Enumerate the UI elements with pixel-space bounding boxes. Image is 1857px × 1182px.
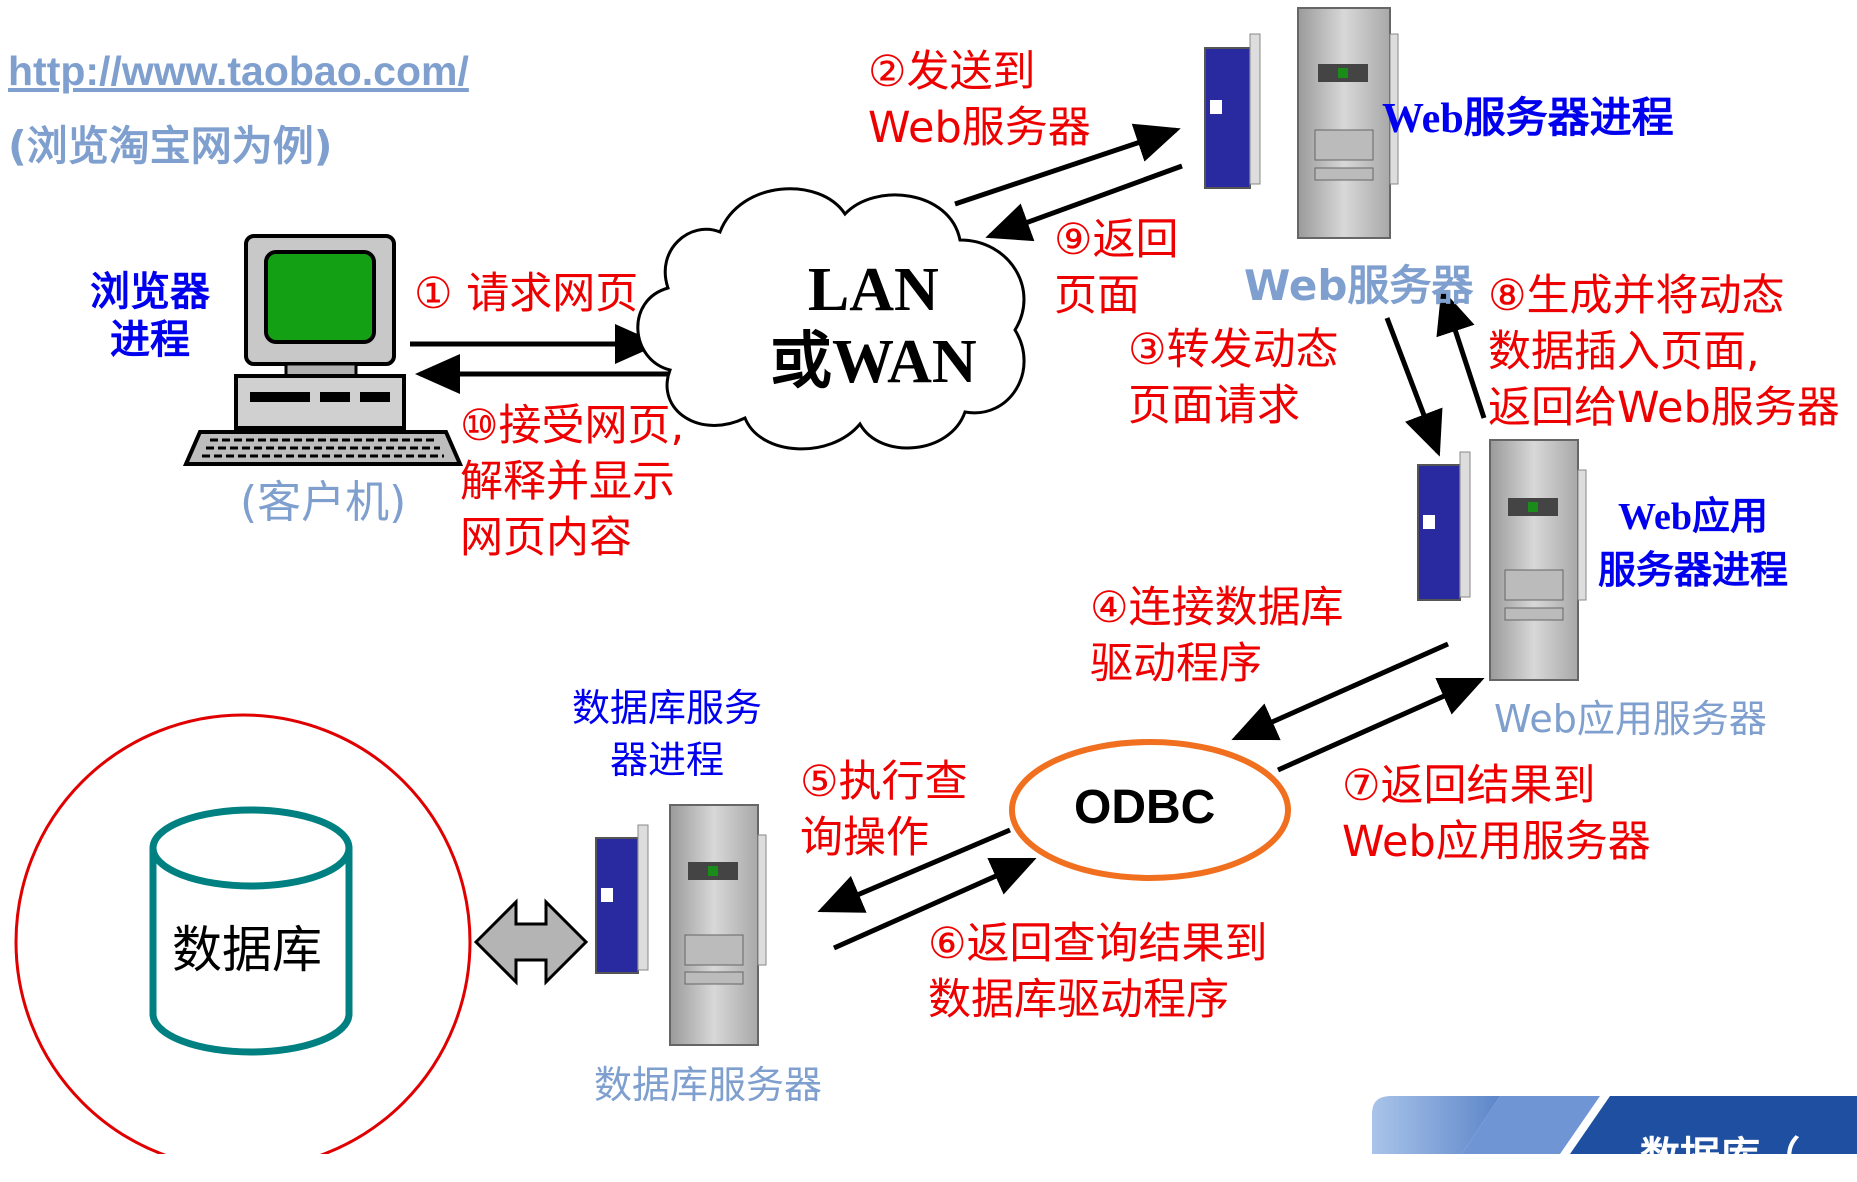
client-computer-icon	[182, 234, 464, 466]
web-app-machine-label: Web应用服务器	[1494, 697, 1767, 741]
step-10-line3: 网页内容	[460, 513, 632, 563]
step-8-line3: 返回给Web服务器	[1488, 383, 1840, 433]
step-4-label: ④连接数据库 驱动程序	[1090, 580, 1344, 692]
step-3-line2: 页面请求	[1128, 381, 1300, 431]
step-1-text: ① 请求网页	[414, 269, 639, 319]
odbc-ellipse	[1009, 739, 1291, 881]
web-app-process-label-line2: 服务器进程	[1598, 550, 1789, 592]
step-7-label: ⑦返回结果到 Web应用服务器	[1342, 758, 1651, 870]
step-8-line2: 数据插入页面,	[1488, 327, 1760, 377]
arrow-send-to-web-server	[954, 123, 1181, 207]
step-4-line1: ④连接数据库	[1090, 583, 1344, 633]
step-2-line2: Web服务器	[868, 103, 1091, 153]
step-10-label: ⑩接受网页, 解释并显示 网页内容	[460, 398, 684, 566]
step-9-line1: ⑨返回	[1054, 215, 1179, 265]
url-link[interactable]: http://www.taobao.com/	[8, 48, 469, 94]
step-10-line2: 解释并显示	[460, 457, 675, 507]
db-server-process-label: 数据库服务 器进程	[572, 682, 762, 786]
network-label-line2: 或WAN	[770, 328, 977, 396]
step-8-line1: ⑧生成并将动态	[1488, 271, 1785, 321]
arrow-execute-query	[817, 827, 1011, 913]
db-server-process-label-line2: 器进程	[610, 738, 725, 782]
step-9-label: ⑨返回 页面	[1054, 212, 1179, 324]
arrow-return-results-to-app-server	[1276, 677, 1485, 773]
web-server-icon	[1204, 7, 1399, 239]
network-label-line1: LAN	[807, 256, 939, 324]
step-5-label: ⑤执行查 询操作	[800, 754, 968, 866]
browser-process-label-line2: 进程	[110, 317, 190, 363]
step-2-line1: ②发送到	[868, 47, 1036, 97]
step-4-line2: 驱动程序	[1090, 639, 1262, 689]
step-9-line2: 页面	[1054, 271, 1140, 321]
step-5-line1: ⑤执行查	[800, 757, 968, 807]
diagram-graphics	[14, 7, 1857, 1154]
db-server-process-label-line1: 数据库服务	[572, 686, 763, 730]
db-server-machine-label: 数据库服务器	[594, 1063, 823, 1107]
step-5-line2: 询操作	[800, 813, 929, 863]
step-6-line1: ⑥返回查询结果到	[928, 919, 1268, 969]
database-label: 数据库	[172, 921, 322, 979]
arrow-forward-dynamic-request	[1384, 317, 1443, 457]
arrow-return-page	[985, 163, 1183, 242]
browser-process-label-line1: 浏览器	[90, 269, 210, 315]
url-note: (浏览淘宝网为例)	[8, 122, 333, 170]
step-2-label: ②发送到 Web服务器	[868, 44, 1091, 156]
web-server-process-label: Web服务器进程	[1382, 96, 1674, 142]
browser-process-label: 浏览器 进程	[90, 268, 210, 364]
footer-banner-label: 数据库（	[1640, 1134, 1800, 1180]
web-app-server-icon	[1417, 439, 1587, 681]
step-3-label: ③转发动态 页面请求	[1128, 322, 1339, 434]
step-7-line1: ⑦返回结果到	[1342, 761, 1596, 811]
network-label: LAN 或WAN	[770, 254, 977, 398]
arrow-return-query-results	[832, 857, 1037, 951]
arrow-return-to-web-server	[1436, 288, 1487, 419]
web-app-process-label: Web应用 服务器进程	[1598, 490, 1788, 598]
step-3-line1: ③转发动态	[1128, 325, 1339, 375]
step-7-line2: Web应用服务器	[1342, 817, 1651, 867]
database-cylinder-icon	[149, 806, 353, 1056]
odbc-label: ODBC	[1074, 781, 1216, 834]
client-machine-label: (客户机)	[240, 477, 407, 528]
step-10-line1: ⑩接受网页,	[460, 401, 685, 451]
step-1-label: ① 请求网页	[414, 266, 638, 322]
network-cloud-icon	[636, 187, 1026, 451]
arrow-connect-db-driver	[1231, 641, 1450, 741]
footer-banner	[1372, 1096, 1857, 1154]
web-app-process-label-line1: Web应用	[1618, 496, 1768, 538]
step-8-label: ⑧生成并将动态 数据插入页面, 返回给Web服务器	[1488, 268, 1840, 436]
double-arrow-icon	[473, 898, 589, 986]
web-server-machine-label: Web服务器	[1244, 261, 1474, 310]
step-6-line2: 数据库驱动程序	[928, 975, 1229, 1025]
db-server-icon	[595, 804, 767, 1046]
step-6-label: ⑥返回查询结果到 数据库驱动程序	[928, 916, 1268, 1028]
